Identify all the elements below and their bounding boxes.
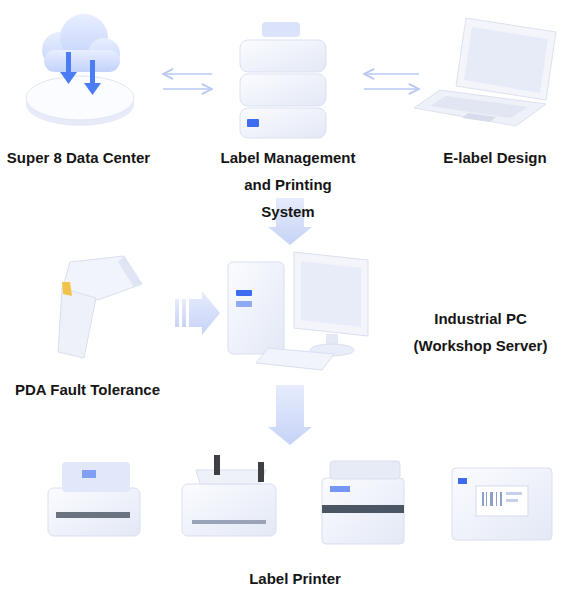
node-label: Super 8 Data Center bbox=[7, 144, 150, 171]
arrow-bar bbox=[182, 299, 186, 327]
flow-arrow bbox=[163, 74, 212, 75]
icon-node: PDA Fault Tolerance bbox=[0, 250, 175, 402]
arrow-shape bbox=[189, 291, 220, 335]
icon-node: Industrial PC (Workshop Server) bbox=[220, 245, 565, 385]
printer-icons bbox=[48, 455, 552, 544]
icon-node: Label Management and Printing System bbox=[218, 8, 358, 198]
icon-node: Label Printer bbox=[30, 445, 560, 592]
computer-icon bbox=[228, 252, 368, 370]
icon-node: E-label Design bbox=[425, 8, 565, 173]
server-icon bbox=[240, 22, 326, 138]
scanner-icon bbox=[58, 256, 142, 358]
node-label: Label Management and Printing System bbox=[218, 144, 358, 225]
arrow-bar bbox=[175, 299, 179, 327]
laptop-icon bbox=[414, 18, 556, 126]
icon-node: Super 8 Data Center bbox=[0, 5, 157, 170]
node-label: Industrial PC (Workshop Server) bbox=[398, 305, 563, 359]
block-arrow bbox=[175, 291, 220, 335]
flow-arrow bbox=[364, 89, 419, 90]
flow-arrow bbox=[364, 74, 419, 75]
block-arrow bbox=[268, 385, 312, 445]
arrow-line bbox=[163, 73, 212, 75]
node-label: PDA Fault Tolerance bbox=[15, 376, 160, 403]
node-label: Label Printer bbox=[249, 565, 341, 592]
flow-arrow bbox=[163, 89, 212, 90]
arrow-line bbox=[364, 73, 419, 75]
arrow-shape bbox=[268, 385, 312, 445]
node-label: E-label Design bbox=[443, 144, 546, 171]
arrow-line bbox=[163, 88, 212, 90]
cloud-icon bbox=[26, 14, 134, 126]
arrow-line bbox=[364, 88, 419, 90]
